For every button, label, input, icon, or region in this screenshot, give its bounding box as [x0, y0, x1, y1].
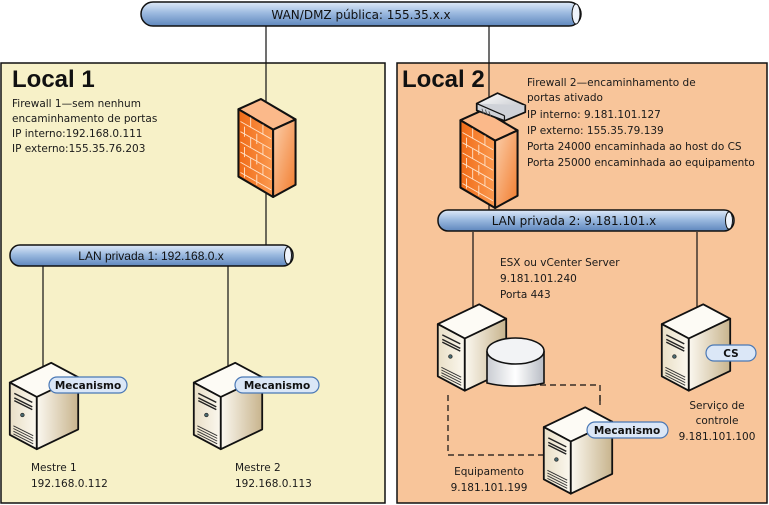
site1-title: Local 1	[12, 66, 95, 93]
site2-fw-line-2: IP interno: 9.181.101.127	[527, 109, 661, 121]
master2-badge: Mecanismo	[234, 376, 320, 394]
esx-info: ESX ou vCenter Server 9.181.101.240 Port…	[500, 257, 620, 301]
wan-label: WAN/DMZ pública: 155.35.x.x	[271, 8, 450, 22]
cs-badge-label: CS	[723, 348, 738, 360]
control-line-1: controle	[696, 415, 739, 427]
master1-ip: 192.168.0.112	[31, 478, 108, 490]
control-line-0: Serviço de	[689, 400, 744, 412]
esx-line-2: Porta 443	[500, 289, 551, 301]
database-icon	[486, 337, 545, 387]
cs-badge: CS	[705, 344, 757, 362]
esx-appliance-dashed-link	[447, 384, 601, 456]
master2-ip: 192.168.0.113	[235, 478, 312, 490]
appliance-name: Equipamento	[454, 466, 524, 478]
site2-fw-line-5: Porta 25000 encaminhada ao equipamento	[527, 157, 755, 169]
site2-fw-line-1: portas ativado	[527, 92, 603, 104]
firewall2-icon	[459, 109, 519, 209]
master1-badge: Mecanismo	[48, 376, 128, 394]
appliance-badge: Mecanismo	[586, 421, 669, 439]
control-line-2: 9.181.101.100	[679, 431, 756, 443]
lan1-label: LAN privada 1: 192.168.0.x	[78, 249, 223, 263]
lan2-pipe: LAN privada 2: 9.181.101.x	[437, 209, 735, 232]
site2-firewall-info: Firewall 2—encaminhamento de portas ativ…	[527, 77, 755, 169]
master2-name: Mestre 2	[235, 462, 281, 474]
firewall1-icon	[237, 98, 297, 198]
site2-title: Local 2	[402, 66, 485, 93]
lan1-pipe: LAN privada 1: 192.168.0.x	[9, 244, 294, 267]
appliance-badge-label: Mecanismo	[594, 425, 660, 437]
esx-line-0: ESX ou vCenter Server	[500, 257, 620, 269]
site2-fw-line-3: IP externo: 155.35.79.139	[527, 125, 664, 137]
master2-badge-label: Mecanismo	[244, 380, 310, 392]
wan-pipe: WAN/DMZ pública: 155.35.x.x	[140, 1, 582, 27]
site2-fw-line-4: Porta 24000 encaminhada ao host do CS	[527, 141, 742, 153]
esx-line-1: 9.181.101.240	[500, 273, 577, 285]
appliance-ip: 9.181.101.199	[451, 482, 528, 494]
site1-fw-line-2: IP interno:192.168.0.111	[12, 128, 142, 140]
master1-badge-label: Mecanismo	[55, 380, 121, 392]
master1-name: Mestre 1	[31, 462, 77, 474]
site1-fw-line-1: encaminhamento de portas	[12, 113, 157, 125]
site1-firewall-info: Firewall 1—sem nenhum encaminhamento de …	[12, 98, 157, 155]
lan2-label: LAN privada 2: 9.181.101.x	[492, 214, 657, 228]
site1-fw-line-3: IP externo:155.35.76.203	[12, 143, 145, 155]
site1-fw-line-0: Firewall 1—sem nenhum	[12, 98, 141, 110]
site2-fw-line-0: Firewall 2—encaminhamento de	[527, 77, 696, 89]
